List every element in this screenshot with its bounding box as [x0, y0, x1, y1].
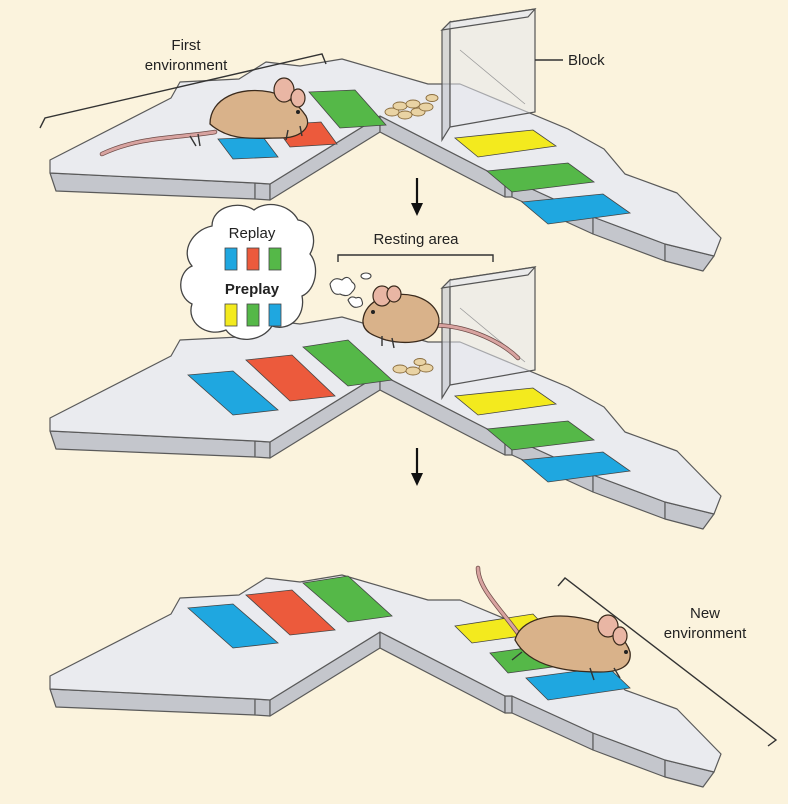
cue-blue [521, 451, 632, 483]
cue-green [302, 339, 393, 387]
mouse-exploring-new [475, 565, 631, 681]
cue-green [486, 162, 596, 193]
thought-puffs [329, 272, 372, 308]
arrow-down-1 [411, 178, 423, 216]
block [440, 8, 537, 143]
cue-yellow [454, 129, 558, 158]
cue-red [245, 354, 336, 402]
preplay-cue-yellow [224, 303, 238, 327]
first-environment-label-2: environment [145, 57, 228, 74]
replay-cue-blue [224, 247, 238, 271]
replay-cue-green [268, 247, 282, 271]
cue-green [308, 89, 387, 129]
preplay-cue-blue [268, 303, 282, 327]
first-environment-label-1: First [171, 37, 201, 54]
first-environment-bracket [39, 53, 327, 129]
mouse-resting [362, 285, 521, 361]
cue-blue [187, 370, 279, 416]
resting-area-label: Resting area [373, 231, 459, 248]
mouse-exploring [99, 77, 309, 157]
block-label: Block [568, 52, 605, 69]
cue-green [302, 575, 393, 623]
resting-area-bracket [337, 254, 494, 262]
panel-new-environment [49, 565, 722, 788]
cue-blue [187, 603, 279, 649]
new-environment-label-2: environment [664, 625, 747, 642]
preplay-label: Preplay [225, 281, 280, 298]
cue-green [486, 420, 596, 451]
panel-first-environment [49, 8, 722, 272]
preplay-cue-green [246, 303, 260, 327]
new-environment-label-1: New [690, 605, 720, 622]
arrow-down-2 [411, 448, 423, 486]
cue-red [245, 589, 336, 636]
panel-resting [49, 266, 722, 530]
replay-label: Replay [229, 225, 276, 242]
seed-pile [392, 358, 434, 376]
cue-yellow [454, 387, 558, 416]
replay-cue-red [246, 247, 260, 271]
cue-blue [521, 193, 632, 225]
thought-bubble: Replay Preplay [180, 203, 317, 340]
new-environment-bracket [557, 577, 778, 747]
seed-pile [384, 94, 439, 120]
